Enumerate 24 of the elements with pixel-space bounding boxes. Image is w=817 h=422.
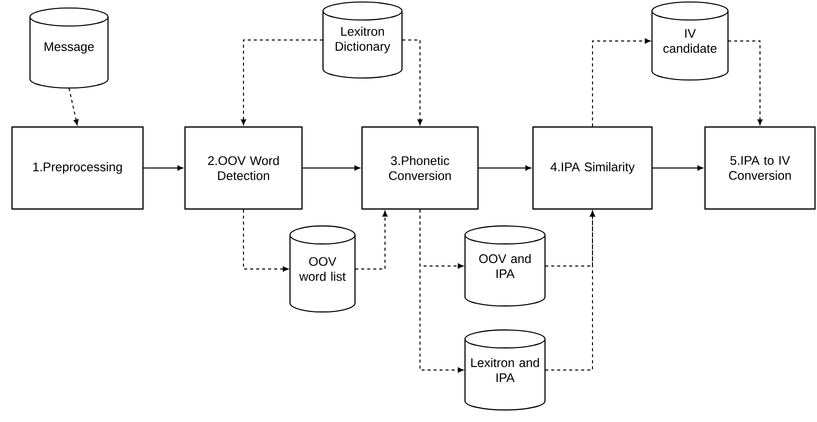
arrow — [402, 40, 423, 126]
arrow — [544, 210, 596, 370]
database-cylinder: OOV and IPA — [464, 225, 546, 307]
process-box: 5.IPA to IV Conversion — [704, 126, 816, 210]
arrow — [302, 165, 360, 171]
database-cylinder: Lexitron and IPA — [464, 329, 546, 411]
arrow — [143, 165, 184, 171]
database-cylinder: Message — [29, 7, 109, 89]
database-cylinder: IV candidate — [651, 1, 729, 81]
arrow — [478, 165, 532, 171]
arrow — [592, 38, 650, 127]
process-box: 3.Phonetic Conversion — [361, 126, 479, 210]
arrow — [68, 88, 79, 126]
arrow — [243, 209, 288, 272]
arrow — [240, 40, 324, 126]
process-box: 1.Preprocessing — [11, 126, 144, 210]
arrow — [354, 210, 388, 270]
process-box: 2.OOV Word Detection — [184, 126, 303, 210]
arrow — [652, 165, 704, 171]
process-box: 4.IPA Similarity — [532, 126, 653, 210]
arrow — [728, 40, 763, 126]
arrow — [420, 209, 464, 373]
database-cylinder: OOV word list — [289, 225, 356, 313]
database-cylinder: Lexitron Dictionary — [322, 1, 403, 79]
